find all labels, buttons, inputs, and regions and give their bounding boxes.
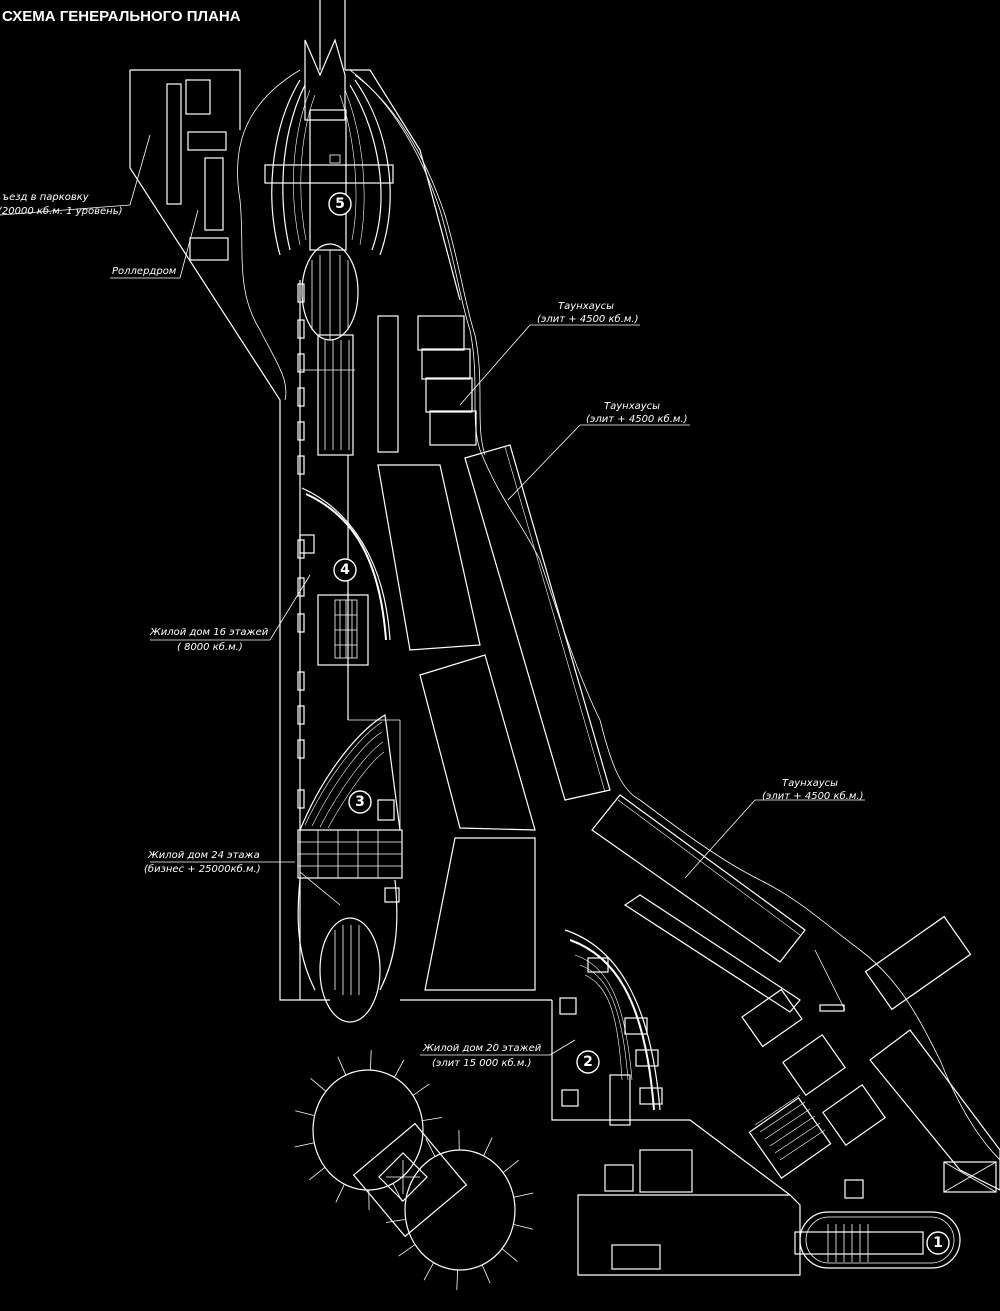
townhouses-a-label-1: Таунхаусы bbox=[558, 301, 614, 312]
marker-3: 3 bbox=[348, 790, 372, 814]
svg-text:5: 5 bbox=[335, 196, 345, 212]
townhouses-c-label-2: (элит + 4500 кб.м.) bbox=[762, 790, 863, 802]
townhouses-b: Таунхаусы (элит + 4500 кб.м.) bbox=[464, 401, 690, 801]
townhouses-b-label-1: Таунхаусы bbox=[604, 401, 660, 412]
townhouses-c: Таунхаусы (элит + 4500 кб.м.) bbox=[591, 778, 865, 963]
rollerdrome-label: Роллердром bbox=[112, 266, 177, 277]
svg-text:4: 4 bbox=[340, 562, 350, 578]
site-boundary bbox=[129, 69, 791, 1196]
house16-label-2: ( 8000 кб.м.) bbox=[177, 641, 243, 653]
marker-4: 4 bbox=[333, 558, 357, 582]
townhouses-a-label-2: (элит + 4500 кб.м.) bbox=[537, 313, 638, 325]
parking-area: ъезд в парковку (20000 кб.м. 1 уровень) bbox=[0, 79, 229, 261]
house16-callout: Жилой дом 16 этажей ( 8000 кб.м.) bbox=[149, 574, 311, 653]
house24-label-1: Жилой дом 24 этажа bbox=[147, 850, 260, 861]
plan-title: СХЕМА ГЕНЕРАЛЬНОГО ПЛАНА bbox=[2, 8, 241, 25]
house16-label-1: Жилой дом 16 этажей bbox=[149, 627, 269, 638]
spine-edge-blocks bbox=[297, 283, 305, 809]
marker-1: 1 bbox=[926, 1231, 950, 1255]
house24-label-2: (бизнес + 25000кб.м.) bbox=[144, 863, 261, 875]
svg-text:3: 3 bbox=[355, 794, 365, 810]
building-4 bbox=[299, 487, 391, 666]
townhouses-a: Таунхаусы (элит + 4500 кб.м.) bbox=[417, 301, 640, 446]
marker-2: 2 bbox=[576, 1050, 600, 1074]
rollerdrome: Роллердром bbox=[110, 209, 199, 279]
shoreline bbox=[237, 69, 1000, 1161]
marker-5: 5 bbox=[328, 192, 352, 216]
building-1 bbox=[577, 1149, 961, 1276]
svg-text:2: 2 bbox=[583, 1054, 593, 1070]
building-5 bbox=[264, 0, 394, 341]
townhouses-c-label-1: Таунхаусы bbox=[782, 778, 838, 789]
house20-label-2: (элит 15 000 кб.м.) bbox=[432, 1057, 531, 1069]
parking-label-1: ъезд в парковку bbox=[2, 192, 90, 203]
lower-right-complex bbox=[623, 894, 1000, 1199]
central-blocks bbox=[348, 315, 536, 991]
twin-round-buildings bbox=[294, 1050, 534, 1290]
building-markers: 5 4 3 2 1 bbox=[328, 192, 950, 1255]
house20-label-1: Жилой дом 20 этажей bbox=[422, 1043, 542, 1054]
building-3: Жилой дом 24 этажа (бизнес + 25000кб.м.) bbox=[144, 714, 403, 1023]
svg-text:1: 1 bbox=[933, 1235, 943, 1251]
parking-label-2: (20000 кб.м. 1 уровень) bbox=[0, 205, 122, 217]
building-2: Жилой дом 20 этажей (элит 15 000 кб.м.) bbox=[420, 929, 663, 1126]
townhouses-b-label-2: (элит + 4500 кб.м.) bbox=[586, 413, 687, 425]
central-spine bbox=[299, 280, 355, 1000]
